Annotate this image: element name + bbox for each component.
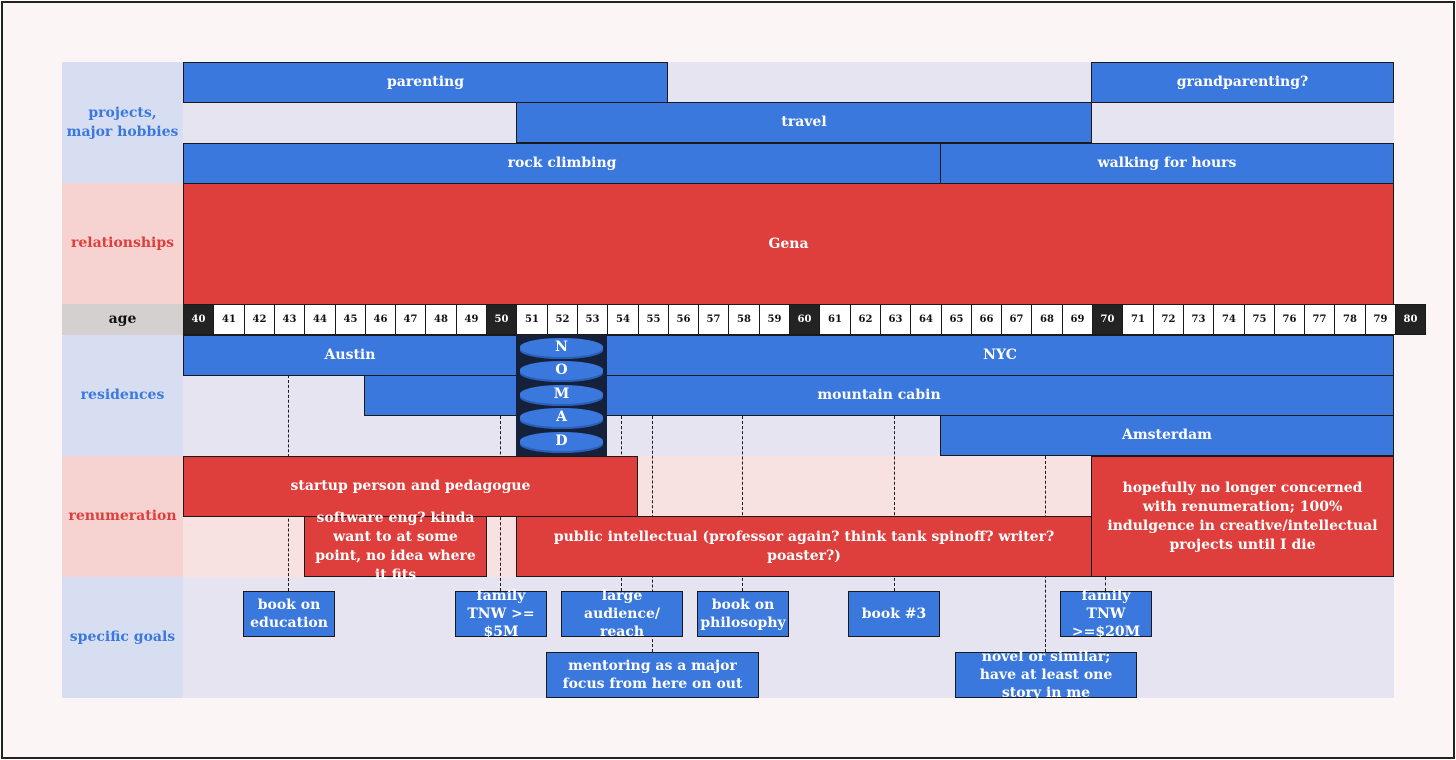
- goal-novel: novel or similar; have at least one stor…: [955, 649, 1137, 701]
- age-tick: 48: [425, 304, 457, 335]
- renumeration-software-eng: software eng? kinda want to at some poin…: [304, 510, 487, 583]
- nomad-letter: D: [555, 433, 568, 449]
- project-walking: walking for hours: [940, 143, 1394, 184]
- connector-line: [1105, 577, 1106, 591]
- nomad-segment: [520, 385, 603, 406]
- age-tick: 78: [1334, 304, 1366, 335]
- row-label-renumeration: renumeration: [62, 456, 183, 577]
- age-tick: 41: [213, 304, 245, 335]
- nomad-segment: [520, 408, 603, 429]
- age-tick: 58: [728, 304, 760, 335]
- renumeration-startup: startup person and pedagogue: [183, 456, 638, 517]
- age-tick: 44: [304, 304, 336, 335]
- residence-nomad: N O M A D: [516, 335, 607, 456]
- age-tick: 65: [941, 304, 972, 335]
- nomad-letter: M: [553, 386, 570, 402]
- age-tick: 60: [789, 304, 820, 335]
- age-tick: 75: [1244, 304, 1275, 335]
- row-label-goals: specific goals: [62, 577, 183, 698]
- residence-austin: Austin: [183, 335, 517, 376]
- nomad-letter: O: [555, 362, 568, 378]
- project-rock-climbing: rock climbing: [183, 143, 941, 184]
- goal-book-on-education: book on education: [243, 591, 335, 637]
- connector-line: [894, 416, 895, 591]
- age-tick: 52: [547, 304, 578, 335]
- goal-family-tnw-5m: family TNW >= $5M: [455, 588, 547, 640]
- age-tick: 71: [1122, 304, 1154, 335]
- row-label-age: age: [62, 304, 183, 335]
- age-tick: 40: [183, 304, 214, 335]
- goal-mentoring: mentoring as a major focus from here on …: [546, 652, 759, 698]
- age-tick: 70: [1092, 304, 1123, 335]
- age-tick: 66: [971, 304, 1002, 335]
- age-tick: 64: [910, 304, 942, 335]
- row-label-relationships: relationships: [62, 183, 183, 304]
- age-tick: 57: [698, 304, 729, 335]
- project-travel: travel: [516, 102, 1092, 143]
- goal-book-on-philosophy: book on philosophy: [697, 591, 789, 637]
- age-tick: 79: [1365, 304, 1396, 335]
- age-tick: 51: [516, 304, 548, 335]
- age-tick: 55: [638, 304, 669, 335]
- project-grandparenting: grandparenting?: [1091, 62, 1394, 103]
- nomad-segment: [520, 361, 603, 382]
- age-tick: 67: [1001, 304, 1032, 335]
- row-label-residences: residences: [62, 335, 183, 456]
- goal-family-tnw-20m: family TNW >=$20M: [1060, 588, 1152, 640]
- nomad-segment: [520, 432, 603, 453]
- age-tick: 72: [1153, 304, 1184, 335]
- age-tick: 43: [274, 304, 305, 335]
- renumeration-public-intellectual: public intellectual (professor again? th…: [516, 516, 1092, 577]
- age-tick: 73: [1183, 304, 1214, 335]
- goal-large-audience: large audience/ reach: [561, 588, 683, 640]
- goal-book-3: book #3: [848, 591, 940, 637]
- renumeration-later: hopefully no longer concerned with renum…: [1091, 456, 1394, 577]
- row-label-projects: projects, major hobbies: [62, 62, 183, 183]
- age-tick: 69: [1062, 304, 1093, 335]
- age-tick: 56: [668, 304, 699, 335]
- age-tick: 42: [244, 304, 275, 335]
- age-tick: 61: [819, 304, 851, 335]
- age-tick: 74: [1213, 304, 1245, 335]
- age-tick: 50: [486, 304, 517, 335]
- age-tick: 49: [456, 304, 487, 335]
- nomad-segment: [520, 338, 603, 359]
- age-tick: 45: [335, 304, 366, 335]
- relationship-gena: Gena: [183, 183, 1394, 305]
- connector-line: [742, 416, 743, 591]
- age-tick: 77: [1304, 304, 1335, 335]
- age-tick: 62: [850, 304, 881, 335]
- nomad-letter: A: [556, 409, 567, 425]
- nomad-letter: N: [555, 339, 568, 355]
- age-tick: 63: [880, 304, 911, 335]
- residence-amsterdam: Amsterdam: [940, 415, 1394, 456]
- age-tick: 54: [607, 304, 639, 335]
- project-parenting: parenting: [183, 62, 668, 103]
- age-tick: 53: [577, 304, 608, 335]
- age-tick: 59: [759, 304, 790, 335]
- age-tick: 76: [1274, 304, 1305, 335]
- age-tick: 68: [1031, 304, 1063, 335]
- age-tick: 80: [1395, 304, 1426, 335]
- residence-nyc: NYC: [606, 335, 1394, 376]
- age-tick: 46: [365, 304, 396, 335]
- age-tick: 47: [395, 304, 426, 335]
